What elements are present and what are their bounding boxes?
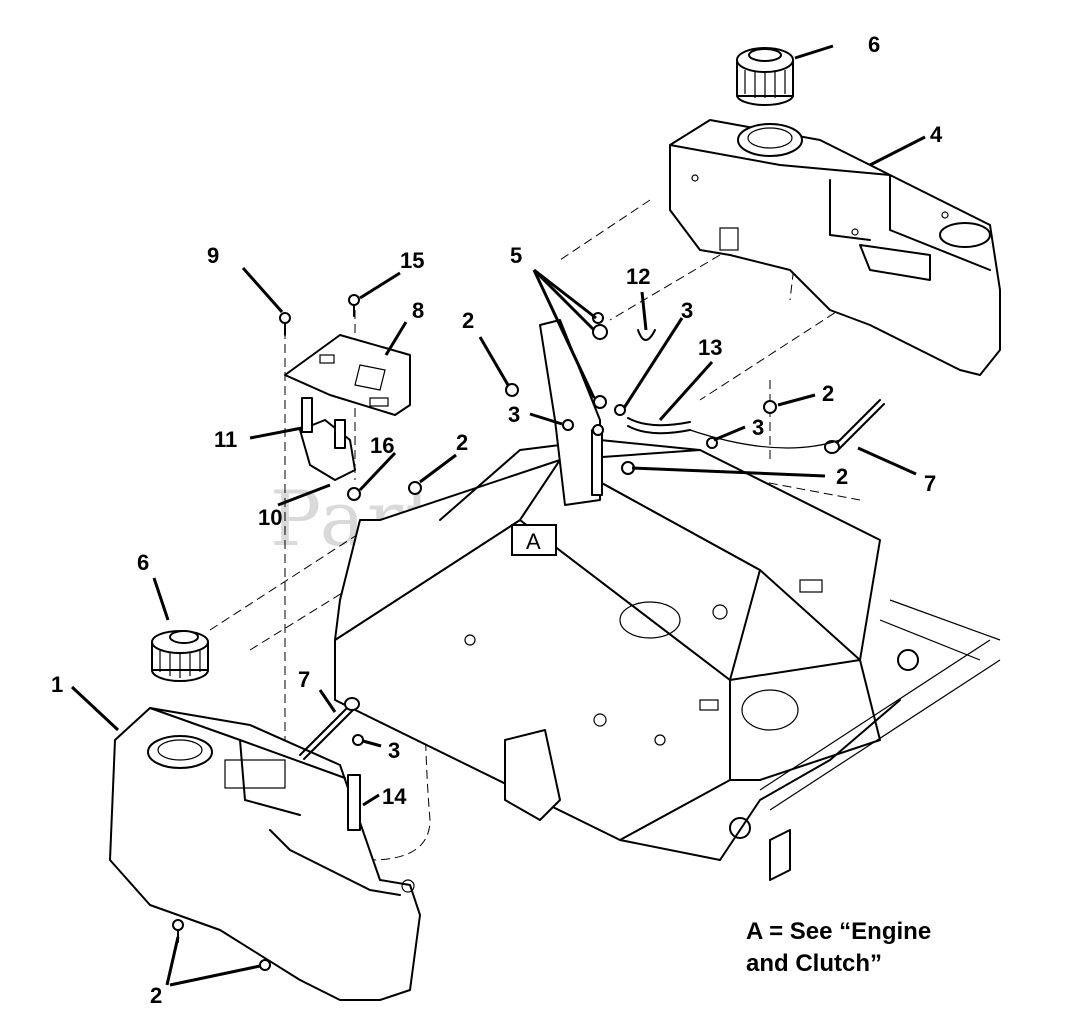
fuel-cap-top — [736, 47, 794, 106]
leader-lines — [70, 44, 926, 987]
callout-16: 16 — [370, 433, 394, 458]
callout-3-c: 3 — [508, 402, 520, 427]
callout-1: 1 — [51, 672, 63, 697]
switch-bracket — [299, 397, 356, 481]
callout-12: 12 — [626, 264, 650, 289]
hardware — [172, 294, 777, 971]
frame-chassis — [334, 439, 1001, 881]
callout-2-a: 2 — [822, 381, 834, 406]
callout-6-left: 6 — [137, 550, 149, 575]
callout-5: 5 — [510, 243, 522, 268]
callout-6-top: 6 — [868, 32, 880, 57]
callout-14: 14 — [382, 784, 407, 809]
reference-note: A = See “Engine and Clutch” — [746, 916, 986, 980]
callout-labels: 6 4 5 12 3 13 2 3 2 7 2 3 2 16 9 15 8 11… — [51, 32, 943, 1008]
callout-11: 11 — [214, 427, 237, 452]
callout-7-left: 7 — [298, 667, 310, 692]
control-plate — [284, 334, 411, 416]
callout-7-right: 7 — [924, 471, 936, 496]
fuel-cap-left — [151, 630, 209, 682]
callout-3-b: 3 — [752, 415, 764, 440]
callout-13: 13 — [698, 335, 722, 360]
reference-note-line2: and Clutch” — [746, 950, 882, 977]
fuel-lines — [299, 399, 885, 831]
reference-box-label: A — [526, 529, 541, 554]
callout-10: 10 — [258, 505, 282, 530]
callout-3-a: 3 — [681, 298, 693, 323]
callout-8: 8 — [412, 298, 424, 323]
callout-2-b: 2 — [836, 464, 848, 489]
callout-2-e: 2 — [150, 983, 162, 1008]
callout-9: 9 — [207, 243, 219, 268]
reference-box-a: A — [511, 524, 557, 556]
fuel-tank-left — [109, 707, 421, 1001]
callout-4: 4 — [930, 122, 943, 147]
reference-note-line1: A = See “Engine — [746, 918, 932, 945]
callout-2-c: 2 — [462, 308, 474, 333]
fuel-tank-right — [669, 119, 1001, 376]
callout-3-d: 3 — [388, 738, 400, 763]
callout-15: 15 — [400, 248, 424, 273]
callout-2-d: 2 — [456, 430, 468, 455]
